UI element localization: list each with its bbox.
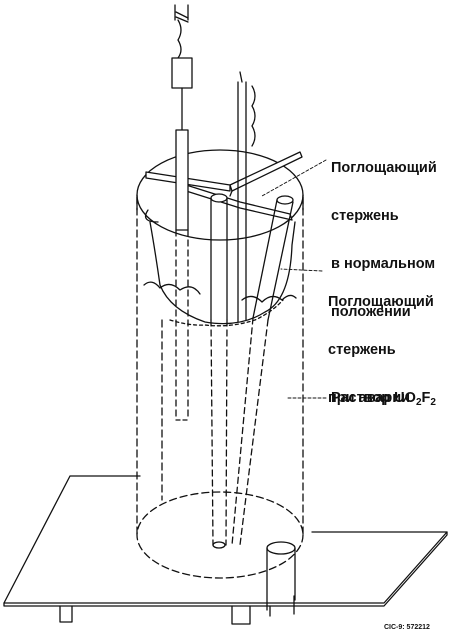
rod-accident [231,195,294,546]
label-solution: Раствор UO2F2 [331,390,436,411]
figure-code: CIC-9: 572212 [384,624,430,631]
label-solution-mid: F [421,390,431,406]
label-rod-normal-line1: Поглощающий [331,160,437,176]
label-rod-normal-line2: стержень [331,208,399,224]
label-rod-accident: Поглощающий стержень при аварии [328,262,434,438]
label-solution-prefix: Раствор UO [331,390,416,406]
label-rod-normal-line3: в нормальном [331,256,436,272]
label-rod-normal-line4: положении [331,304,411,320]
label-solution-sub1: 2 [415,397,422,408]
label-rod-normal: Поглощающий стержень в нормальном положе… [331,128,437,352]
label-solution-sub2: 2 [430,397,436,408]
bottom-pipe [266,541,296,611]
leader-lines [261,159,327,399]
label-rod-accident-line2: стержень [328,342,396,358]
rod-center [210,193,228,549]
base-plate [3,475,448,607]
vessel-body [136,196,304,579]
rod-left [171,4,193,421]
rod-right [237,71,256,323]
support-legs [59,595,295,625]
label-rod-accident-line3: при аварии [328,390,411,406]
label-rod-accident-line1: Поглощающий [328,294,434,310]
